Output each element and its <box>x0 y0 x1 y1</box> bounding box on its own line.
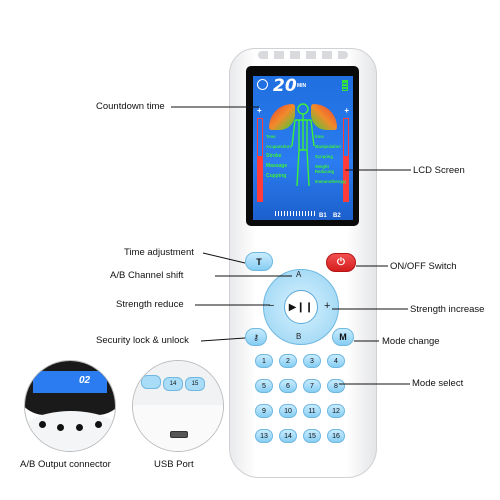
channel-b1-label: B1 <box>319 213 327 219</box>
output-jack-icon <box>95 421 102 428</box>
security-lock-button[interactable]: ⚷ <box>245 328 267 346</box>
mode-label: Immunotherapy <box>315 179 347 184</box>
channel-a-button[interactable]: A <box>296 270 302 279</box>
channel-b-button[interactable]: B <box>296 332 302 341</box>
play-pause-button[interactable]: ▶❙❙ <box>284 290 318 324</box>
mode-select-button-12[interactable]: 12 <box>327 404 345 418</box>
closeup-key: 14 <box>163 377 183 391</box>
closeup-time: 02 <box>79 375 91 386</box>
lcd-countdown-value: 20 <box>273 76 297 96</box>
mode-select-button-5[interactable]: 5 <box>255 379 273 393</box>
mode-select-button-1[interactable]: 1 <box>255 354 273 368</box>
output-jack-icon <box>39 421 46 428</box>
lcd-unit: MIN <box>297 83 307 89</box>
mode-label: Massage <box>266 163 288 169</box>
mode-select-button-4[interactable]: 4 <box>327 354 345 368</box>
label-lcd-screen: LCD Screen <box>413 165 465 176</box>
usb-port-inset: 14 15 <box>132 360 224 452</box>
closeup-key-label: 14 <box>169 381 177 387</box>
output-jack-icon <box>76 424 83 431</box>
mode-label: Tens <box>266 134 276 139</box>
label-countdown-time: Countdown time <box>96 101 165 112</box>
mode-select-button-9[interactable]: 9 <box>255 404 273 418</box>
mode-select-button-16[interactable]: 16 <box>327 429 345 443</box>
strength-bar-right <box>343 118 349 202</box>
plus-icon-left: + <box>257 106 262 115</box>
closeup-shell <box>25 411 115 451</box>
time-adjust-button[interactable]: T <box>245 252 273 271</box>
mode-label: Acupuncture <box>266 144 292 149</box>
power-button[interactable]: ⏻ <box>326 253 356 272</box>
label-time-adjustment: Time adjustment <box>124 247 194 258</box>
usb-port-icon <box>170 431 188 438</box>
lcd-screen: 20 MIN + + Tens Acupuncture Stroke Massa… <box>253 76 353 220</box>
mode-list-left: Tens Acupuncture Stroke Massage Cupping <box>266 134 292 184</box>
label-ab-output-connector: A/B Output connector <box>20 459 111 470</box>
time-adjust-label: T <box>256 256 262 267</box>
top-grip <box>258 51 348 59</box>
waveform-icon <box>275 211 315 216</box>
label-mode-change: Mode change <box>382 336 440 347</box>
play-pause-icon: ▶❙❙ <box>288 301 314 313</box>
closeup-key-label: 15 <box>191 381 199 387</box>
mode-select-button-8[interactable]: 8 <box>327 379 345 393</box>
leader-security-lock <box>200 337 246 342</box>
closeup-key <box>141 375 161 389</box>
mode-select-button-7[interactable]: 7 <box>303 379 321 393</box>
label-usb-port: USB Port <box>154 459 194 470</box>
leader-time-adjust <box>202 252 246 264</box>
mode-select-button-13[interactable]: 13 <box>255 429 273 443</box>
key-icon: ⚷ <box>253 332 259 342</box>
mode-select-button-14[interactable]: 14 <box>279 429 297 443</box>
label-on-off-switch: ON/OFF Switch <box>390 261 457 272</box>
label-strength-reduce: Strength reduce <box>116 299 184 310</box>
label-security-lock: Security lock & unlock <box>96 335 189 346</box>
mode-change-button[interactable]: M <box>332 328 354 346</box>
closeup-shell <box>133 405 223 451</box>
number-pad: 1 2 3 4 5 6 7 8 9 10 11 12 13 14 15 16 <box>255 354 347 443</box>
mode-select-button-11[interactable]: 11 <box>303 404 321 418</box>
strength-increase-button[interactable]: + <box>324 300 331 312</box>
strength-reduce-button[interactable]: − <box>268 300 275 312</box>
mode-label: Manipulation <box>315 144 341 149</box>
channel-b2-label: B2 <box>333 213 341 219</box>
mode-select-button-2[interactable]: 2 <box>279 354 297 368</box>
mode-label: Scraping <box>315 154 333 159</box>
mode-select-button-6[interactable]: 6 <box>279 379 297 393</box>
battery-icon <box>342 80 348 91</box>
mode-list-right: Ems Manipulation Scraping Weight Reducin… <box>315 134 347 189</box>
body-figure-icon <box>291 103 315 187</box>
clock-icon <box>257 79 268 90</box>
mode-select-button-10[interactable]: 10 <box>279 404 297 418</box>
label-strength-increase: Strength increase <box>410 304 485 315</box>
mode-change-label: M <box>339 332 347 342</box>
closeup-key: 15 <box>185 377 205 391</box>
plus-icon-right: + <box>344 106 349 115</box>
output-connector-inset: 02 <box>24 360 116 452</box>
mode-select-button-15[interactable]: 15 <box>303 429 321 443</box>
label-mode-select: Mode select <box>412 378 464 389</box>
mode-label: Cupping <box>266 173 287 179</box>
closeup-lcd: 02 <box>33 371 107 393</box>
mode-select-button-3[interactable]: 3 <box>303 354 321 368</box>
label-ab-channel-shift: A/B Channel shift <box>110 270 184 281</box>
output-jack-icon <box>57 424 64 431</box>
mode-label: Weight Reducing <box>315 164 335 174</box>
mode-label: Stroke <box>266 153 282 159</box>
mode-label: Ems <box>315 134 324 139</box>
power-icon: ⏻ <box>337 257 345 268</box>
strength-bar-left <box>257 118 263 202</box>
